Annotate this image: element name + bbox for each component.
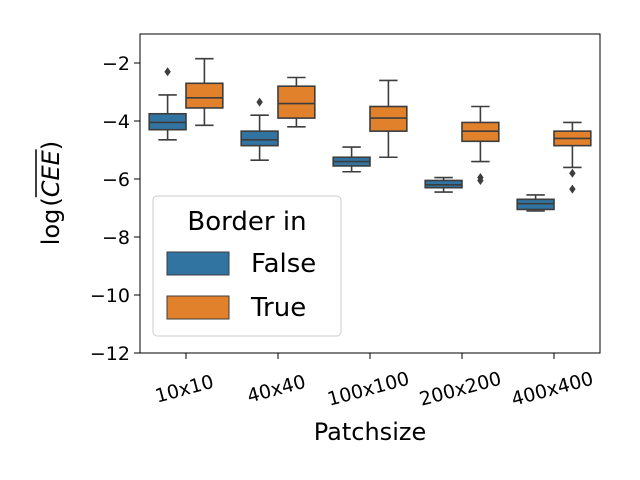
box-true-400x400	[553, 121, 592, 194]
box-false-10x10	[148, 67, 187, 141]
box-body	[277, 85, 316, 119]
x-tick-label: 400x400	[509, 368, 596, 411]
box-false-100x100	[332, 146, 371, 173]
outlier-point	[164, 67, 171, 77]
outlier-point	[477, 175, 484, 185]
legend-label-false: False	[251, 249, 316, 279]
box-true-100x100	[369, 79, 408, 159]
box-true-10x10	[185, 57, 224, 127]
box-false-200x200	[424, 176, 463, 193]
legend-swatch-true	[166, 295, 230, 320]
y-axis-title: log(CEE)	[37, 141, 65, 245]
box-true-200x200	[461, 105, 500, 185]
legend-swatch-false	[166, 251, 230, 276]
y-tick-label: −8	[102, 227, 130, 249]
y-tick-label: −12	[90, 343, 130, 365]
x-tick-label: 40x40	[245, 371, 308, 408]
legend-label-true: True	[250, 293, 306, 323]
y-axis-title-prefix: log	[37, 209, 65, 246]
y-tick-label: −10	[90, 285, 130, 307]
outlier-point	[569, 168, 576, 178]
y-tick-label: −2	[102, 53, 130, 75]
plot-area	[139, 33, 601, 354]
box-true-40x40	[277, 76, 316, 128]
box-body	[185, 82, 224, 109]
x-tick-label: 10x10	[153, 371, 216, 408]
x-tick-label: 200x200	[417, 368, 504, 411]
outlier-point	[256, 97, 263, 107]
box-body	[240, 130, 279, 147]
y-axis: −12 −10 −8 −6 −4 −2	[90, 53, 140, 365]
legend-title: Border in	[187, 207, 306, 237]
x-tick-label: 100x100	[325, 368, 412, 411]
box-false-40x40	[240, 97, 279, 161]
y-tick-label: −4	[102, 111, 130, 133]
outlier-point	[569, 184, 576, 194]
box-false-400x400	[516, 194, 555, 212]
x-axis-title: Patchsize	[314, 418, 426, 446]
y-tick-label: −6	[102, 169, 130, 191]
y-axis-title-symbol: CEE	[37, 149, 65, 197]
